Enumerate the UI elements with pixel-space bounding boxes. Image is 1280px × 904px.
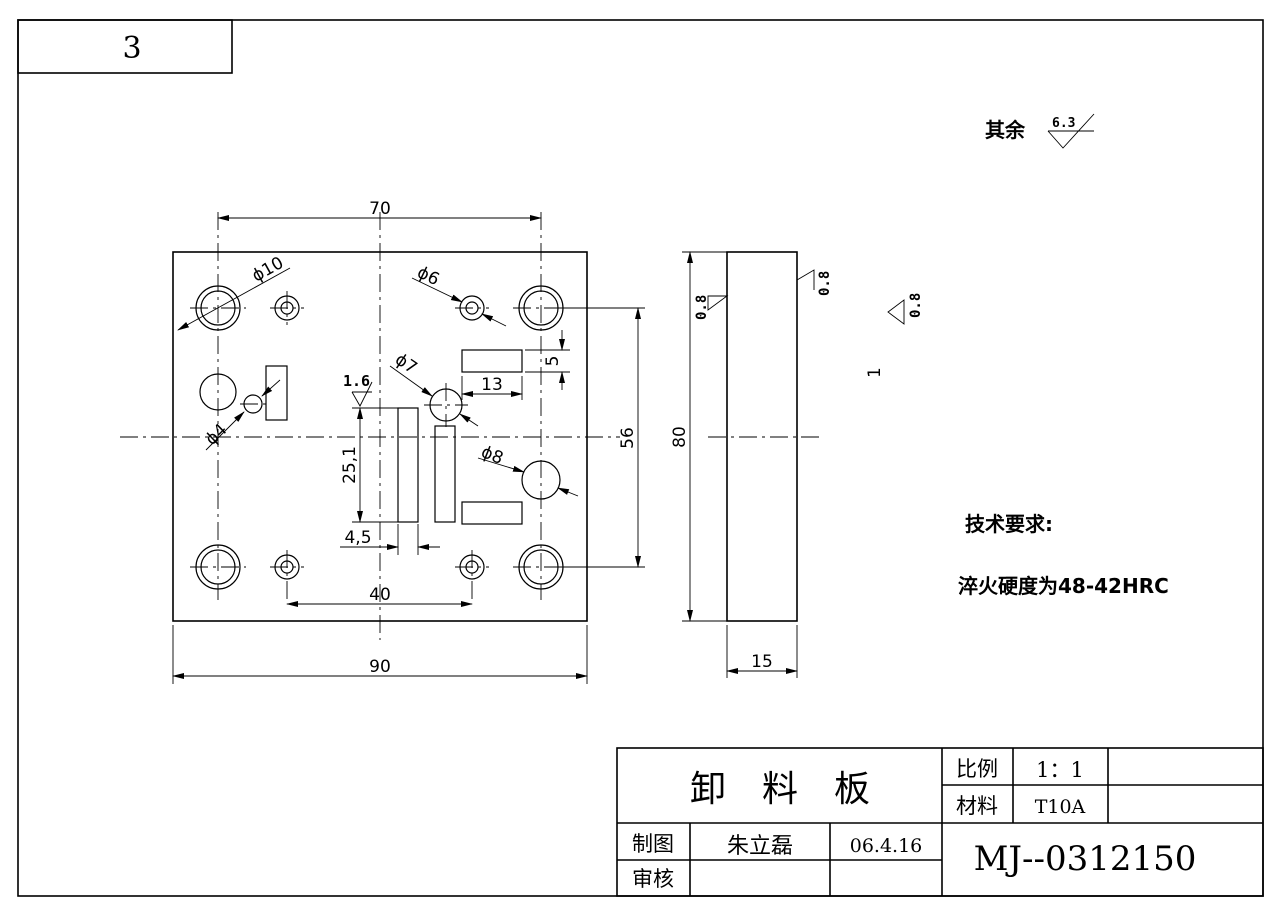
- svg-text:0.8: 0.8: [817, 271, 833, 296]
- dim-4-5: 4,5: [344, 528, 371, 548]
- left-hole: [199, 373, 237, 411]
- drawn-name: 朱立磊: [727, 834, 793, 859]
- dim-dia-10: ϕ10: [249, 253, 287, 286]
- part-name: 卸 料 板: [690, 769, 870, 810]
- roughness-0-8-far: 0.8: [887, 293, 924, 325]
- drawing-number: MJ--0312150: [974, 839, 1197, 879]
- dim-80: 80: [670, 426, 690, 448]
- roughness-symbol: [1047, 113, 1095, 149]
- pin-hole-tr: [455, 295, 489, 321]
- check-label: 审核: [632, 867, 674, 891]
- roughness-0-8-right: 0.8: [796, 269, 833, 296]
- title-block: 卸 料 板 比例 1：1 材料 T10A 制图 朱立磊 06.4.16 审核 M…: [616, 747, 1264, 897]
- slot-top-right: [461, 349, 523, 373]
- side-view: 80 15 0.8 0.8 0.8 1: [670, 251, 924, 678]
- tech-heading: 技术要求:: [965, 512, 1053, 536]
- side-outline: [726, 251, 798, 622]
- dim-15: 15: [751, 652, 773, 672]
- scale-value: 1：1: [1036, 758, 1084, 782]
- tech-hardness: 淬火硬度为48-42HRC: [958, 574, 1169, 598]
- drawn-date: 06.4.16: [850, 835, 923, 857]
- tech-requirements: 技术要求: 淬火硬度为48-42HRC: [958, 512, 1169, 598]
- dim-70: 70: [369, 199, 391, 219]
- surface-finish-note: 其余 6.3: [985, 113, 1095, 149]
- roughness-0-8-left: 0.8: [694, 295, 729, 320]
- dim-dia-6: ϕ6: [414, 263, 443, 291]
- left-slot: [265, 365, 288, 421]
- material-value: T10A: [1035, 796, 1086, 818]
- material-label: 材料: [956, 794, 998, 818]
- svg-text:0.8: 0.8: [908, 293, 924, 318]
- dim-25-1: 25,1: [340, 446, 360, 484]
- svg-text:0.8: 0.8: [694, 295, 710, 320]
- svg-text:1.6: 1.6: [343, 372, 370, 390]
- hole-8: [521, 460, 561, 500]
- pin-hole-bl: [270, 550, 304, 600]
- corner-hole-bl: [190, 544, 246, 590]
- sheet-number: 3: [122, 31, 141, 66]
- slot-vertical-1: [397, 407, 419, 523]
- side-mark: 1: [865, 368, 885, 378]
- surface-note-value: 6.3: [1052, 116, 1075, 131]
- pin-hole-br: [455, 550, 489, 600]
- roughness-1-6: 1.6: [343, 372, 373, 407]
- slot-bottom-right: [461, 501, 523, 525]
- dim-dia-7: ϕ7: [391, 350, 420, 379]
- dim-5: 5: [543, 356, 563, 367]
- surface-note-label: 其余: [985, 118, 1026, 142]
- dim-13: 13: [481, 375, 503, 395]
- dim-40: 40: [369, 585, 391, 605]
- dim-56: 56: [618, 427, 638, 449]
- dim-90: 90: [369, 657, 391, 677]
- sheet-number-box: 3: [17, 19, 233, 74]
- slot-vertical-2: [434, 425, 456, 523]
- dim-dia-4: ϕ4: [202, 420, 232, 450]
- drawn-label: 制图: [632, 832, 674, 856]
- scale-label: 比例: [956, 757, 998, 781]
- front-view: 70 90 40 56 13 5 25,1 4,5: [120, 199, 645, 684]
- corner-hole-tl: [190, 285, 246, 331]
- pin-hole-tl: [270, 291, 304, 325]
